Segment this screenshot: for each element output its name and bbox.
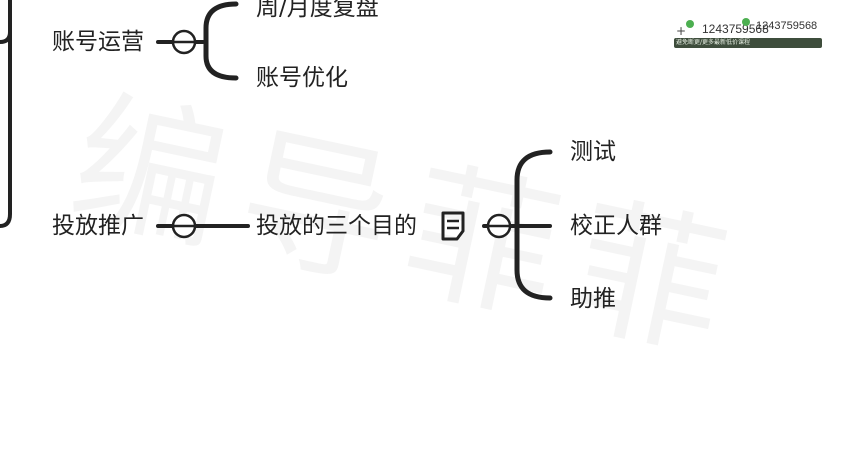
node-weekly-review[interactable]: 周/月度复盘 (256, 0, 379, 21)
node-account-optimize[interactable]: 账号优化 (256, 65, 348, 91)
note-icon[interactable] (441, 211, 465, 241)
node-assist[interactable]: 助推 (570, 286, 616, 312)
node-calibrate[interactable]: 校正人群 (570, 213, 662, 239)
account-ops-bracket (203, 1, 239, 81)
collapse-toggle-icon[interactable] (171, 29, 197, 55)
watermark-banner-text: 避免断更/更多最新低价课程 (676, 39, 751, 46)
wechat-icon (742, 18, 750, 26)
node-account-ops[interactable]: 账号运营 (52, 29, 144, 55)
collapse-toggle-icon[interactable] (486, 213, 512, 239)
collapse-toggle-icon[interactable] (171, 213, 197, 239)
watermark-banner: 避免断更/更多最新低价课程 (674, 38, 822, 48)
contact-watermark: + 1243759568 1243759568 (672, 18, 824, 48)
plus-icon: + (676, 24, 687, 38)
wechat-icon (686, 20, 694, 28)
node-test[interactable]: 测试 (570, 139, 616, 165)
watermark-phone: 1243759568 (702, 22, 769, 36)
node-ad-promo[interactable]: 投放推广 (52, 213, 144, 239)
root-trunk-lower (0, 8, 12, 228)
node-three-goals[interactable]: 投放的三个目的 (256, 213, 417, 239)
watermark-phone-2: 1243759568 (756, 20, 818, 32)
